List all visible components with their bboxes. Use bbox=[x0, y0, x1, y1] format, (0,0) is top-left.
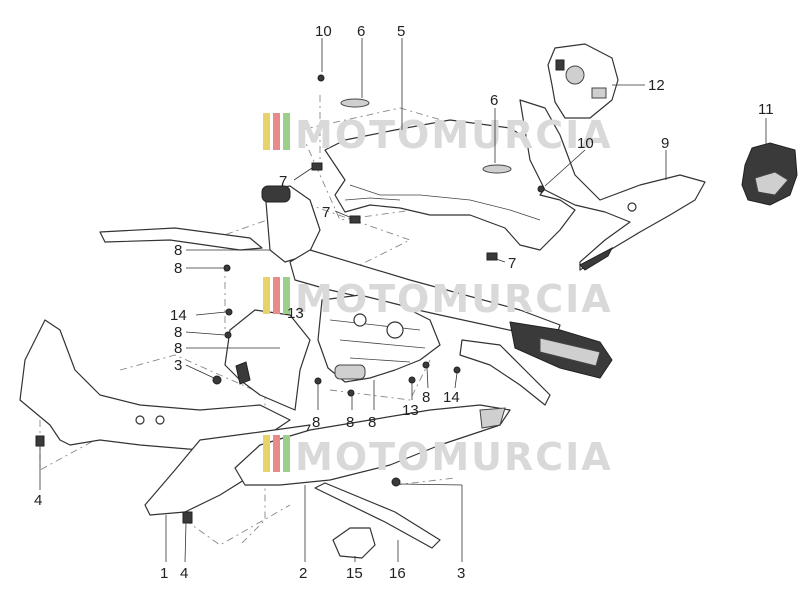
callout-3-bottom: 3 bbox=[457, 565, 465, 582]
callout-2: 2 bbox=[299, 565, 307, 582]
clip-part-4-bottom bbox=[182, 511, 193, 524]
trim-strip bbox=[314, 482, 441, 549]
callout-8-e: 8 bbox=[312, 414, 320, 431]
switch-housing-far-right bbox=[741, 142, 798, 206]
callout-labels: 10 6 5 12 6 11 10 9 7 7 7 8 8 14 13 8 8 … bbox=[34, 23, 774, 582]
handlebar-assembly bbox=[99, 185, 613, 406]
callout-8-c: 8 bbox=[174, 324, 182, 341]
callout-8-b: 8 bbox=[174, 260, 182, 277]
watermark-text: MOTOMURCIA bbox=[295, 113, 613, 157]
callout-4-left: 4 bbox=[34, 492, 42, 509]
steering-mechanism bbox=[317, 294, 441, 383]
callout-15: 15 bbox=[346, 565, 363, 582]
callout-8-f: 8 bbox=[346, 414, 354, 431]
watermark-text: MOTOMURCIA bbox=[295, 435, 613, 479]
callout-3-left: 3 bbox=[174, 357, 182, 374]
callout-7-a: 7 bbox=[279, 173, 287, 190]
callout-7-c: 7 bbox=[508, 255, 516, 272]
callout-6-top: 6 bbox=[357, 23, 365, 40]
callout-16: 16 bbox=[389, 565, 406, 582]
callout-7-b: 7 bbox=[322, 204, 330, 221]
switch-housing-right bbox=[547, 43, 619, 119]
callout-14-right: 14 bbox=[443, 389, 460, 406]
callout-13-top: 13 bbox=[287, 305, 304, 322]
watermark-middle: MOTOMURCIA bbox=[263, 277, 613, 321]
callout-10-mid: 10 bbox=[577, 135, 594, 152]
callout-6-mid: 6 bbox=[490, 92, 498, 109]
watermark-top: MOTOMURCIA bbox=[263, 113, 613, 157]
callout-8-d: 8 bbox=[174, 340, 182, 357]
callout-1: 1 bbox=[160, 565, 168, 582]
watermark-bottom: MOTOMURCIA bbox=[263, 435, 613, 479]
callout-5: 5 bbox=[397, 23, 405, 40]
small-trim-panel bbox=[332, 527, 376, 559]
callout-8-a: 8 bbox=[174, 242, 182, 259]
right-cover-panel bbox=[519, 99, 706, 271]
lower-center-fairing bbox=[234, 404, 511, 486]
callout-8-g: 8 bbox=[368, 414, 376, 431]
handlebar-cover-frame bbox=[324, 98, 576, 251]
callout-13-bottom: 13 bbox=[402, 402, 419, 419]
callout-4-bottom: 4 bbox=[180, 565, 188, 582]
callout-9: 9 bbox=[661, 135, 669, 152]
left-inner-bracket bbox=[224, 309, 311, 411]
watermark-text: MOTOMURCIA bbox=[295, 277, 613, 321]
callout-8-h: 8 bbox=[422, 389, 430, 406]
clip-part-4-left bbox=[35, 435, 45, 447]
callout-12: 12 bbox=[648, 77, 665, 94]
callout-10-top: 10 bbox=[315, 23, 332, 40]
callout-11: 11 bbox=[758, 101, 774, 118]
callout-14-left: 14 bbox=[170, 307, 187, 324]
leader-lines bbox=[39, 38, 767, 563]
